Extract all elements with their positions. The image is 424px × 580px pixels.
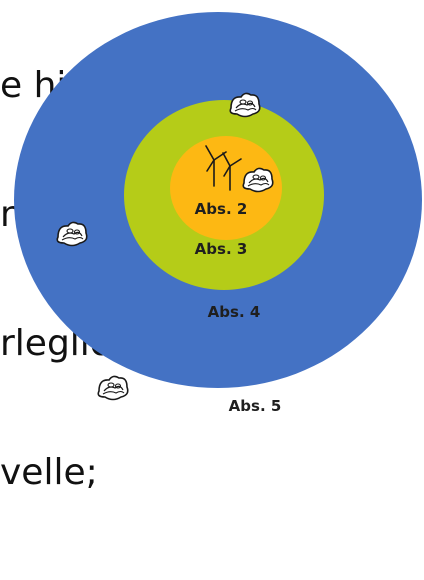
zone-abs-2-label: Abs. 2 [195,200,248,218]
body-text-line-4: velle; [0,452,98,493]
slide: e hinreichende n rlegliche velle; [0,12,422,493]
zone-abs-3-label: Abs. 3 [195,240,248,258]
zone-abs-2-circle [170,136,282,240]
bird-nest-icon [97,375,129,401]
wind-turbine-icon [205,145,242,191]
zone-abs-5-label: Abs. 5 [229,397,282,415]
zone-abs-4-label: Abs. 4 [208,303,261,321]
zone-diagram: Abs. 2 Abs. 3 Abs. 4 Abs. 5 [14,12,422,415]
